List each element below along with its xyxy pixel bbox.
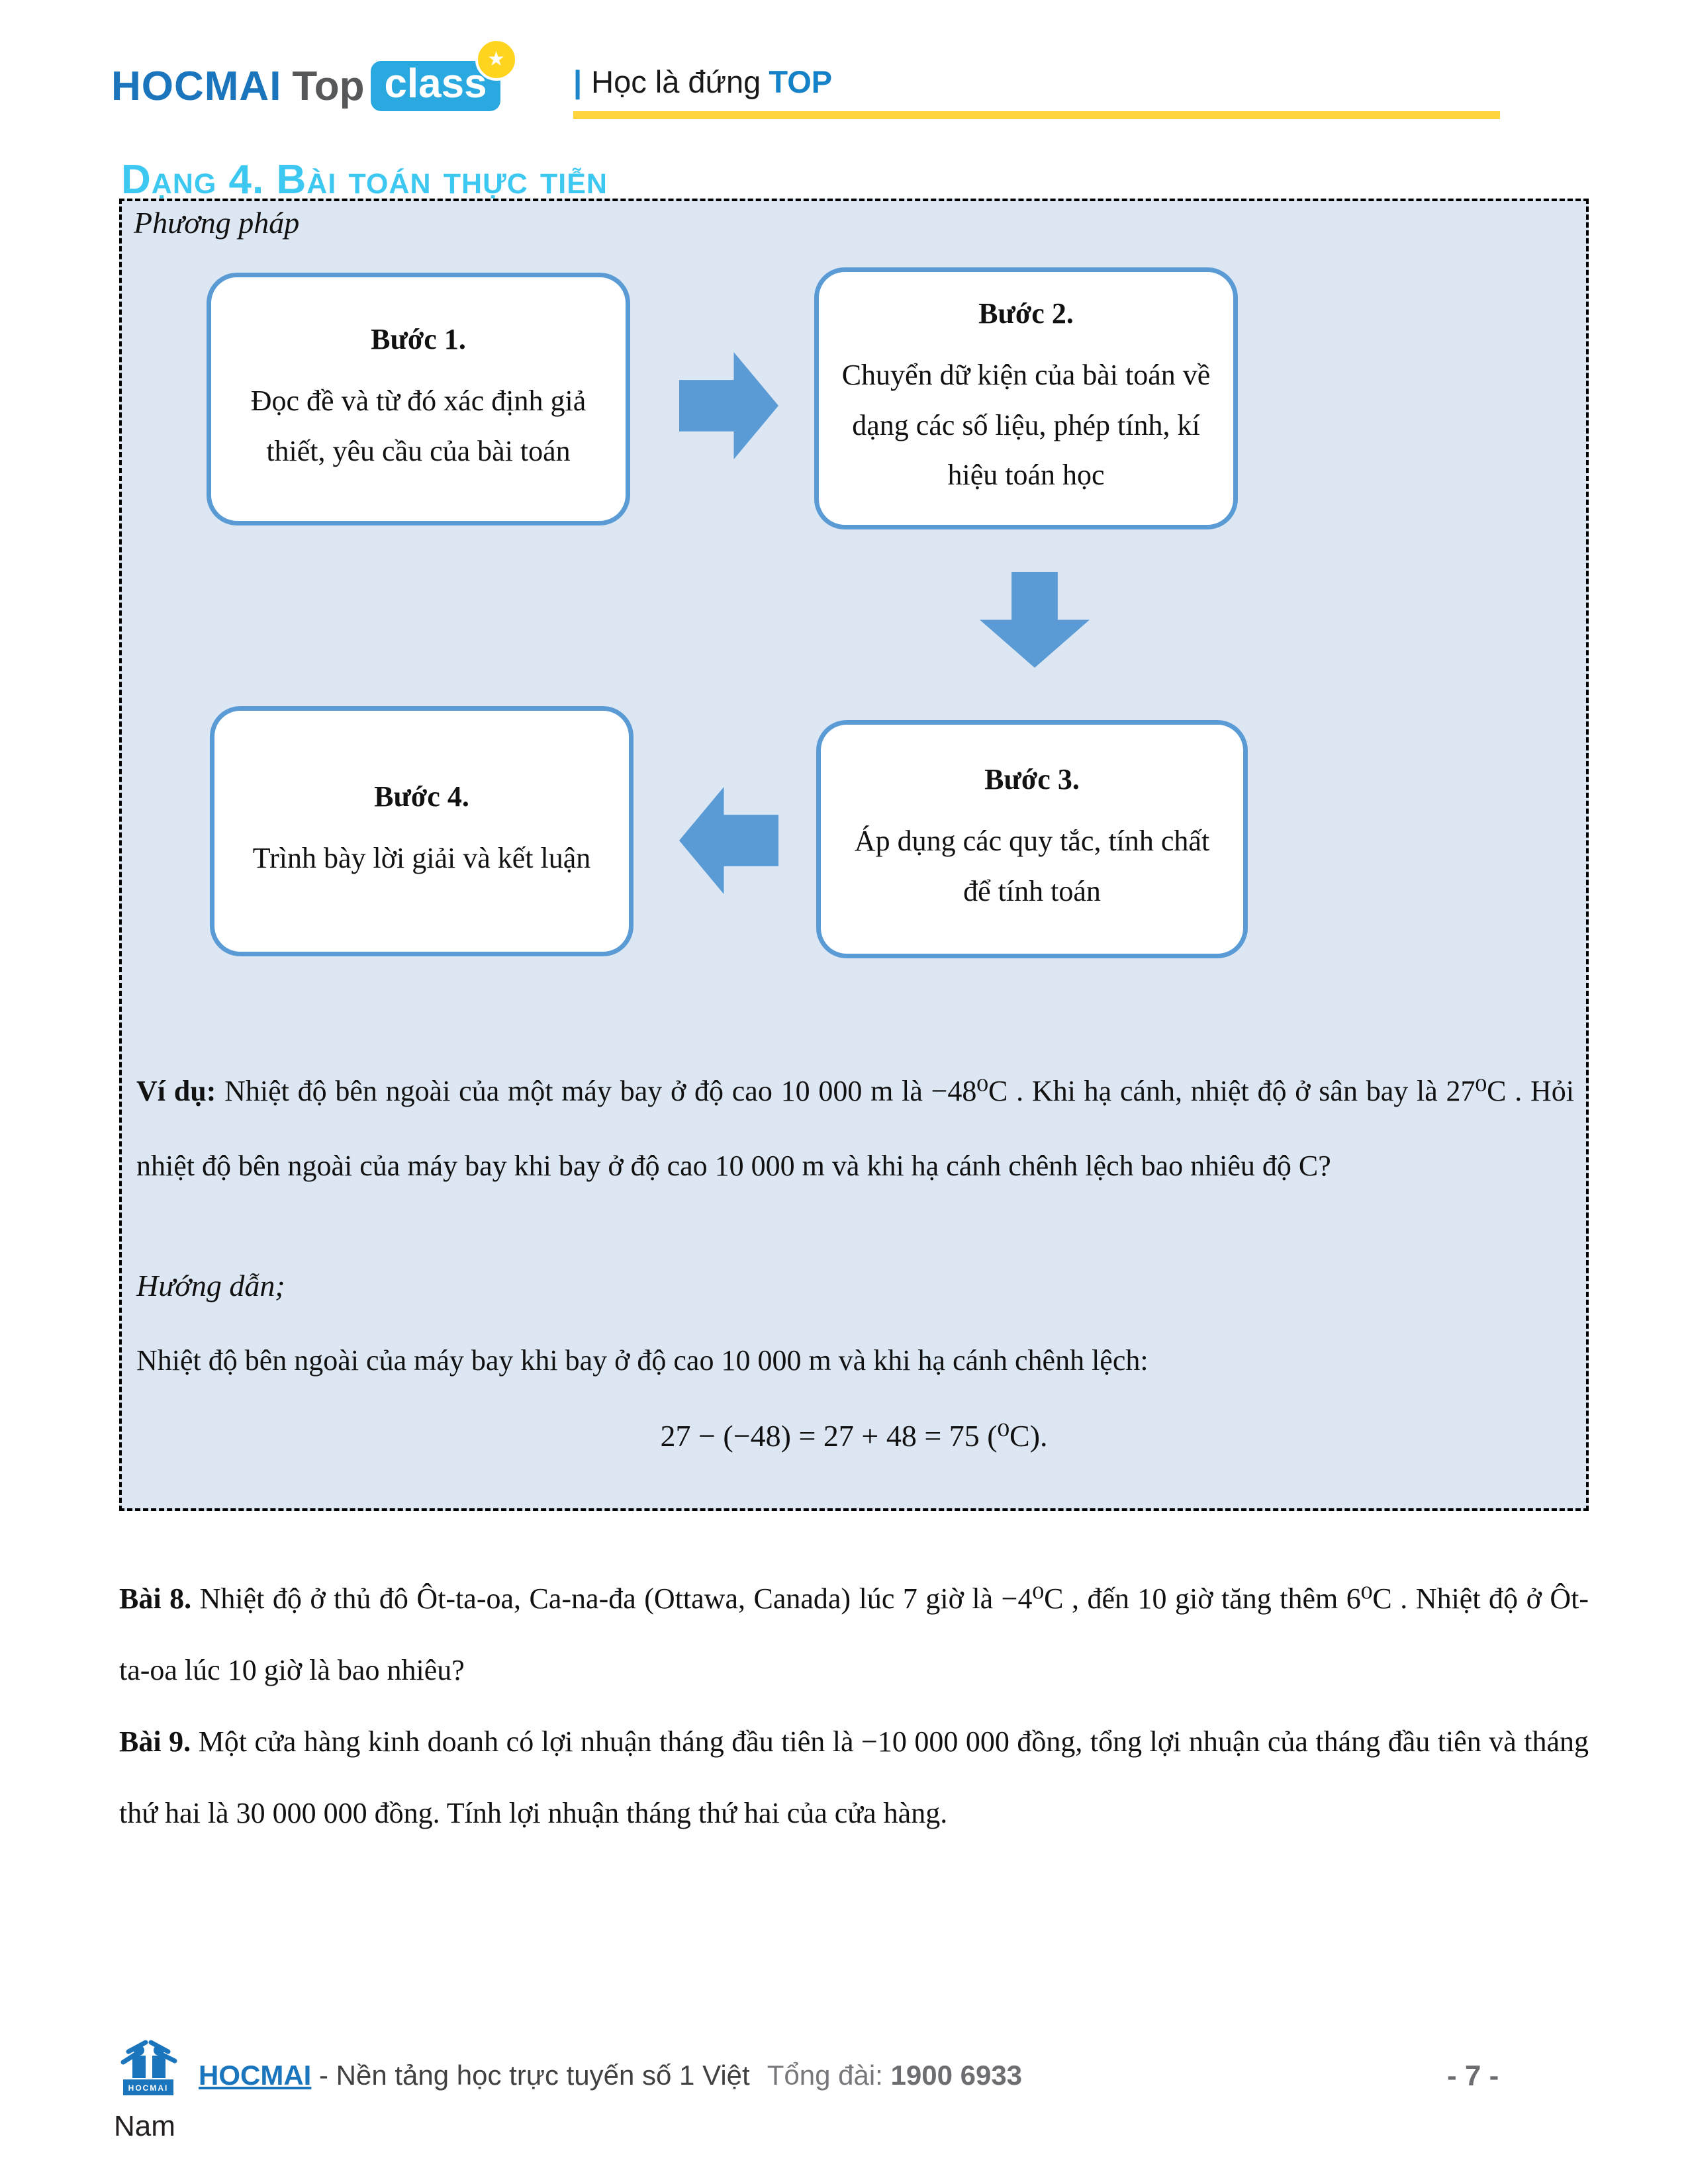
example-text: Nhiệt độ bên ngoài của một máy bay ở độ … bbox=[136, 1075, 1574, 1182]
guide-label: Hướng dẫn; bbox=[136, 1269, 285, 1302]
section-title: Dạng 4. Bài toán thực tiễn bbox=[121, 157, 608, 203]
problem-8-label: Bài 8. bbox=[119, 1582, 192, 1615]
example-label: Ví dụ: bbox=[136, 1075, 216, 1107]
logo-class-text: class bbox=[384, 61, 487, 107]
hocmai-topclass-logo: HOCMAI Top class ★ bbox=[111, 38, 518, 111]
problem-8-text: Nhiệt độ ở thủ đô Ôt-ta-oa, Ca-na-đa (Ot… bbox=[119, 1582, 1589, 1686]
solution-text: Nhiệt độ bên ngoài của máy bay khi bay ở… bbox=[136, 1344, 1149, 1377]
problem-8: Bài 8. Nhiệt độ ở thủ đô Ôt-ta-oa, Ca-na… bbox=[119, 1563, 1589, 1706]
page-number: - 7 - bbox=[1447, 2060, 1499, 2092]
hotline-number: 1900 6933 bbox=[890, 2060, 1023, 2091]
hotline-label: Tổng đài: bbox=[767, 2060, 891, 2091]
tagline-top: TOP bbox=[769, 64, 833, 99]
flow-step-2-text: Chuyển dữ kiện của bài toán về dạng các … bbox=[841, 358, 1211, 492]
footer-brand-text: - Nền tảng học trực tuyến số 1 Việt bbox=[311, 2060, 750, 2091]
example-paragraph: Ví dụ: Nhiệt độ bên ngoài của một máy ba… bbox=[136, 1054, 1574, 1203]
flow-step-3-text: Áp dụng các quy tắc, tính chất để tính t… bbox=[854, 824, 1210, 907]
logo-hocmai-text: HOCMAI bbox=[111, 63, 282, 109]
arrow-left-icon bbox=[679, 787, 778, 894]
footer-hotline: Tổng đài: 1900 6933 bbox=[767, 2060, 1022, 2091]
method-panel: Phương pháp Bước 1. Đọc đề và từ đó xác … bbox=[119, 199, 1589, 1511]
flow-step-1-text: Đọc đề và từ đó xác định giả thiết, yêu … bbox=[250, 384, 586, 467]
logo-class-chip: class ★ bbox=[371, 38, 518, 111]
flow-step-3: Bước 3. Áp dụng các quy tắc, tính chất đ… bbox=[816, 720, 1248, 958]
flow-step-1-title: Bước 1. bbox=[371, 322, 466, 355]
problem-9-label: Bài 9. bbox=[119, 1725, 191, 1758]
method-label: Phương pháp bbox=[134, 206, 300, 240]
flow-step-2: Bước 2. Chuyển dữ kiện của bài toán về d… bbox=[814, 267, 1238, 529]
star-badge-icon: ★ bbox=[475, 38, 518, 81]
arrow-right-icon bbox=[679, 352, 778, 459]
flow-step-4: Bước 4. Trình bày lời giải và kết luận bbox=[210, 706, 633, 956]
problem-9: Bài 9. Một cửa hàng kinh doanh có lợi nh… bbox=[119, 1706, 1589, 1849]
flow-step-2-title: Bước 2. bbox=[978, 296, 1074, 330]
problem-9-text: Một cửa hàng kinh doanh có lợi nhuận thá… bbox=[119, 1725, 1589, 1829]
footer-hocmai-link[interactable]: HOCMAI bbox=[199, 2060, 312, 2091]
footer-brand-text2: Nam bbox=[114, 2110, 175, 2142]
tagline-pipe: | bbox=[573, 64, 583, 99]
flow-step-3-title: Bước 3. bbox=[984, 762, 1080, 796]
footer-brand-line: HOCMAI - Nền tảng học trực tuyến số 1 Vi… bbox=[199, 2060, 1022, 2091]
logo-top-text: Top bbox=[292, 63, 365, 109]
header-underline bbox=[573, 111, 1500, 119]
tagline-text: Học là đứng bbox=[591, 64, 761, 99]
flow-step-4-text: Trình bày lời giải và kết luận bbox=[252, 841, 591, 874]
solution-formula: 27 − (−48) = 27 + 48 = 75 (⁰C). bbox=[660, 1419, 1048, 1453]
flow-step-1: Bước 1. Đọc đề và từ đó xác định giả thi… bbox=[207, 273, 630, 525]
svg-text:HOCMAI: HOCMAI bbox=[128, 2083, 169, 2093]
hocmai-logo-icon: HOCMAI bbox=[120, 2040, 177, 2095]
flow-step-4-title: Bước 4. bbox=[374, 780, 469, 813]
arrow-down-icon bbox=[980, 572, 1090, 668]
